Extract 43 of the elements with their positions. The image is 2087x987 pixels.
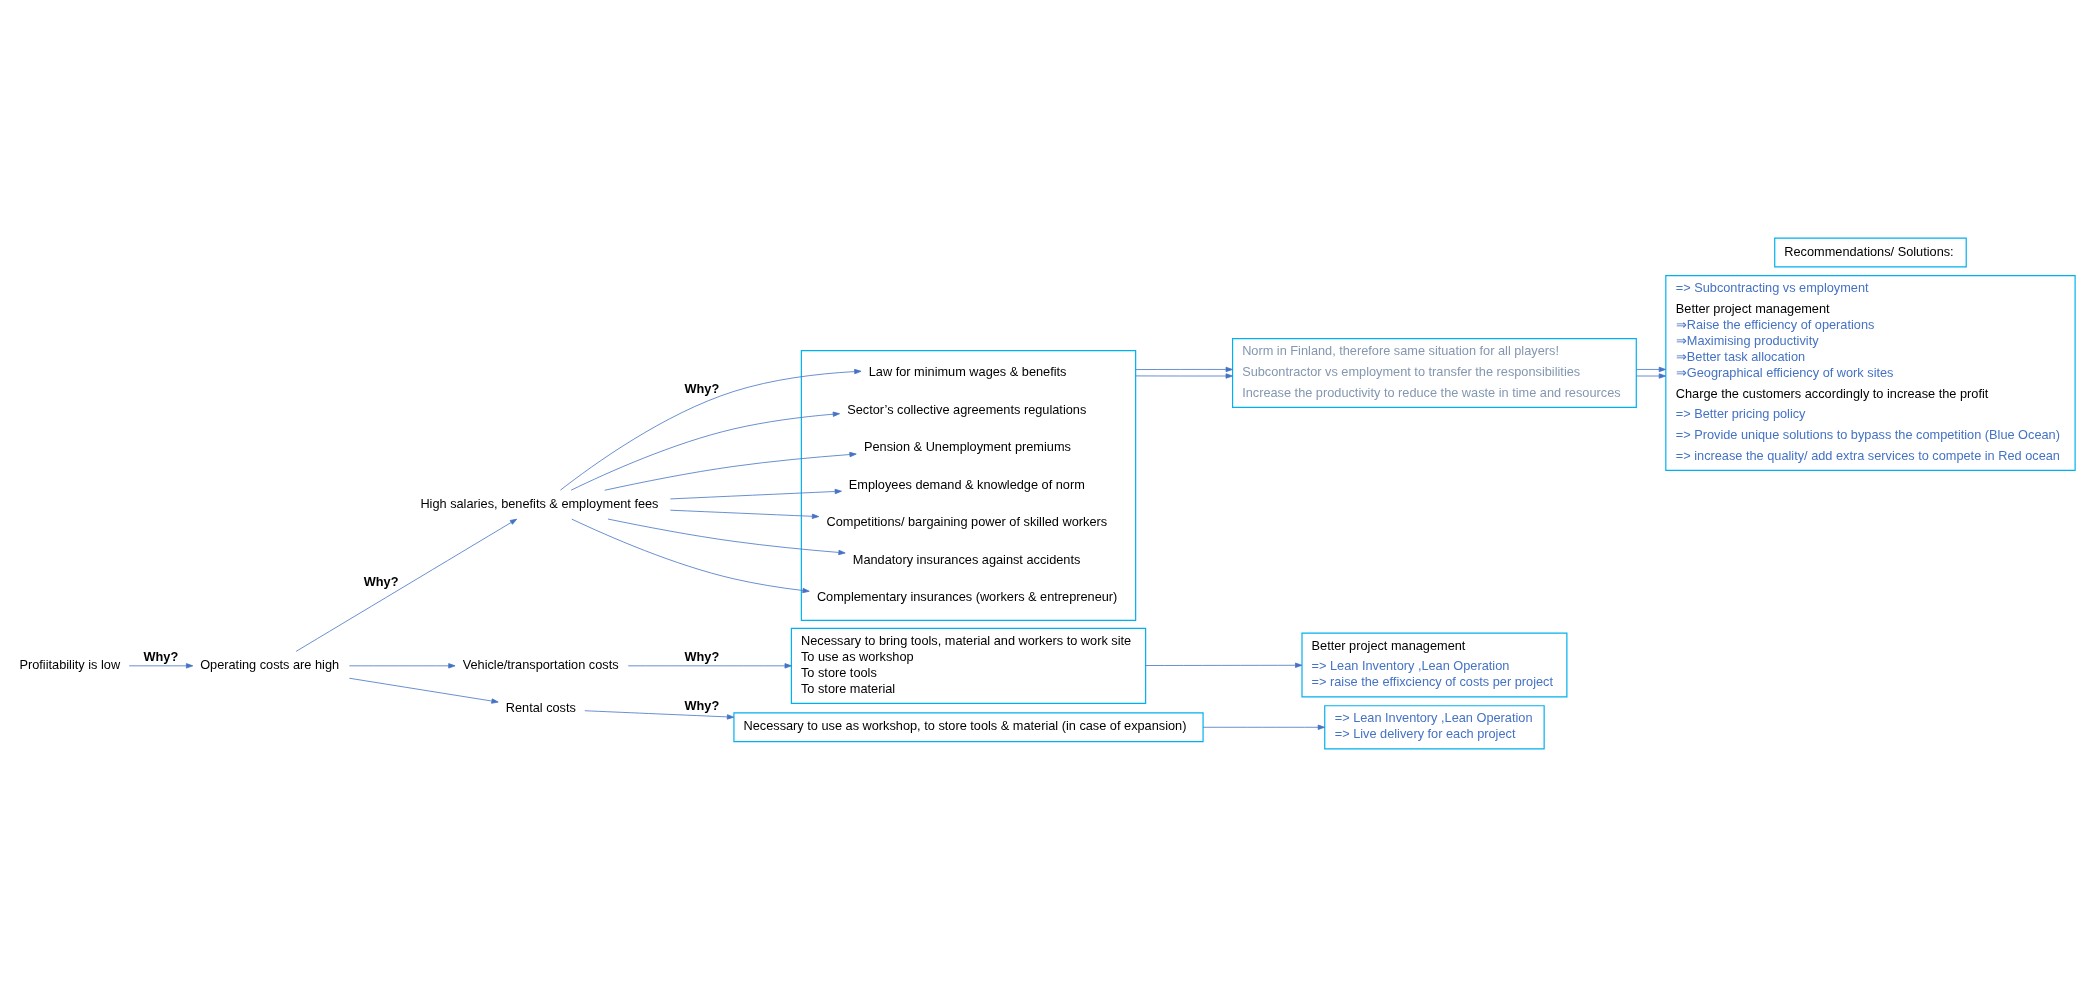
arrow <box>627 663 792 669</box>
arrow <box>1135 373 1233 379</box>
arrow <box>295 518 518 652</box>
node-text: Sector’s collective agreements regulations <box>847 401 1087 417</box>
node-text: Law for minimum wages & benefits <box>868 364 1067 380</box>
node-text: Operating costs are high <box>200 656 340 672</box>
node-box: Necessary to bring tools, material and workers to work site To use as workshop To store tools To store material <box>790 627 1147 704</box>
arrow <box>1636 366 1666 373</box>
node-box: Recommendations/ Solutions: <box>1774 237 1967 268</box>
node-box: => Subcontracting vs employment Better project management ⇒Raise the efficiency of operations ⇒Maximising productivity ⇒Better task allocation ⇒Geographical efficiency of work sites Charge the customers accordingly to increase the profit => Better pricing policy => Provide unique solutions to bypass the competition (Blue Ocean) => increase the quality/ add extra services to compete in Red ocean <box>1665 275 2076 471</box>
edge-label: Why? <box>143 648 179 664</box>
node-text: High salaries, benefits & employment fees <box>420 495 659 511</box>
arrow <box>604 451 857 491</box>
edge-label: Why? <box>684 698 720 714</box>
arrow <box>1145 662 1303 668</box>
node-box: Necessary to use as workshop, to store tools & material (in case of expansion) <box>733 712 1204 743</box>
node-box: => Lean Inventory ,Lean Operation => Live delivery for each project <box>1324 705 1545 750</box>
node-text: Profiitability is low <box>19 656 121 672</box>
node-text: Rental costs <box>505 699 576 715</box>
edge-label: Why? <box>684 648 720 664</box>
arrow <box>584 710 735 720</box>
arrow <box>128 663 194 669</box>
arrow <box>1135 366 1233 373</box>
arrow <box>669 488 842 500</box>
node-box: Norm in Finland, therefore same situation for all players! Subcontractor vs employment to transfer the responsibilities Increase the productivity to reduce the waste in time and resources <box>1232 338 1637 408</box>
arrow <box>349 663 456 669</box>
node-text: Complementary insurances (workers & entrepreneur) <box>816 589 1118 605</box>
node-box: Better project management => Lean Inventory ,Lean Operation => raise the effixciency of costs per project <box>1301 632 1568 698</box>
node-text: Mandatory insurances against accidents <box>852 551 1081 567</box>
arrow <box>1202 724 1325 730</box>
node-text: Pension & Unemployment premiums <box>863 439 1071 455</box>
arrow <box>607 518 846 556</box>
node-text: Vehicle/transportation costs <box>462 656 619 672</box>
edge-label: Why? <box>363 573 399 589</box>
arrow <box>669 509 820 519</box>
node-text: Competitions/ bargaining power of skilled workers <box>826 514 1108 530</box>
arrow <box>570 411 840 491</box>
node-text: Employees demand & knowledge of norm <box>848 476 1085 492</box>
edge-label: Why? <box>684 380 720 396</box>
arrow <box>571 518 810 594</box>
arrow <box>349 677 499 704</box>
arrow <box>560 368 862 491</box>
arrow <box>1636 373 1666 379</box>
